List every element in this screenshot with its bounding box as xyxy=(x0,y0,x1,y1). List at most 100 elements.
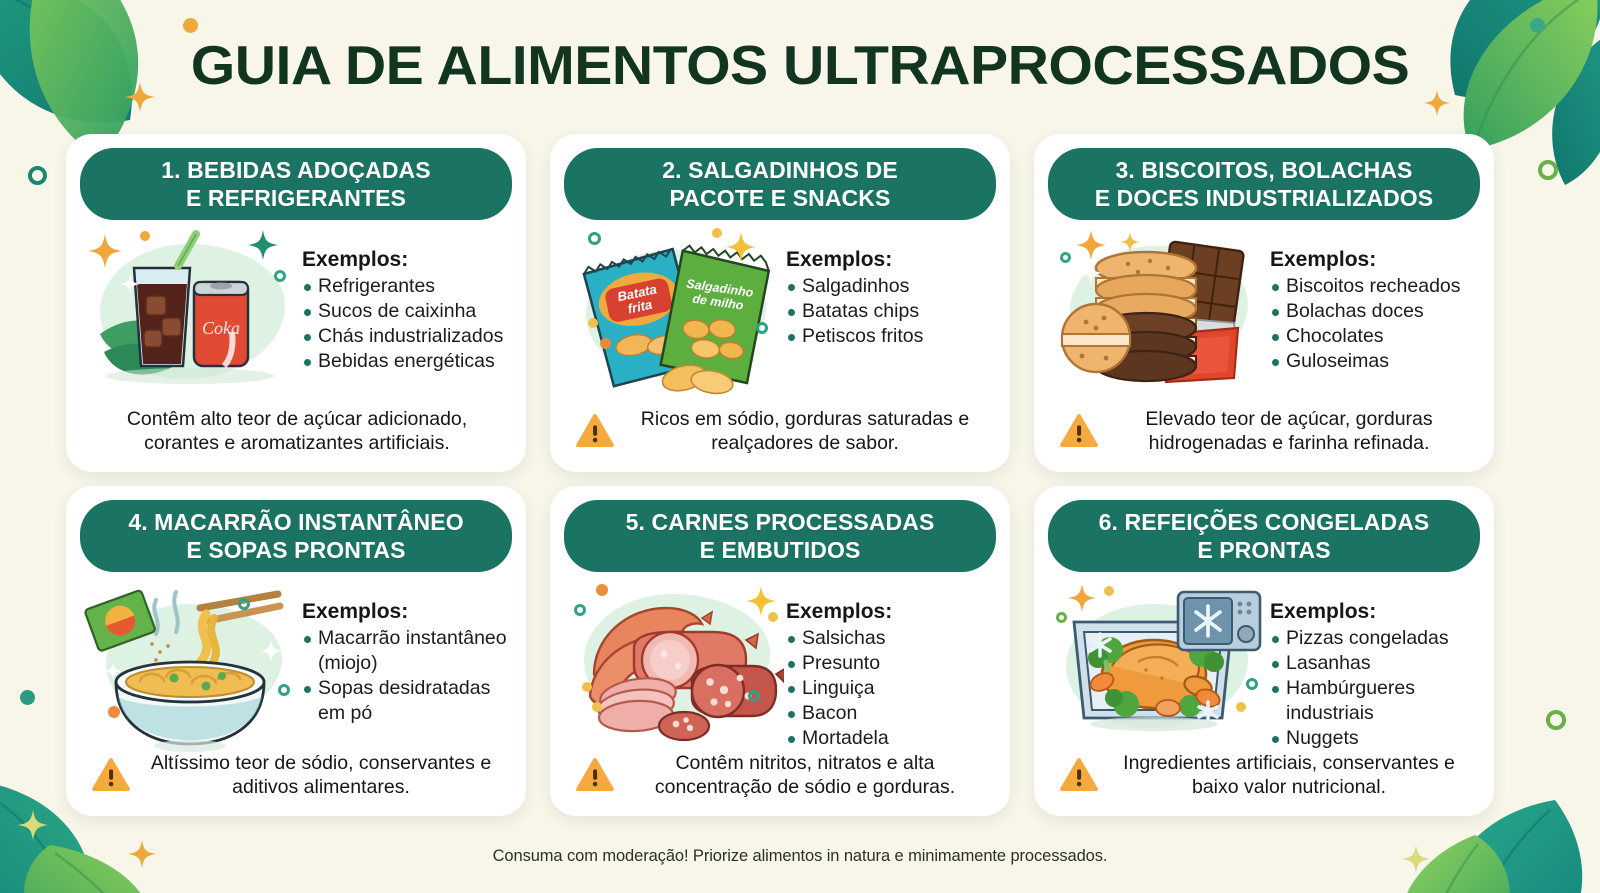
sausages-and-cold-cuts-illustration xyxy=(566,578,784,753)
examples-list: Salgadinhos Batatas chips Petiscos frito… xyxy=(786,274,994,349)
card-title-line1: 5. CARNES PROCESSADAS xyxy=(625,509,935,535)
warning-icon xyxy=(1060,414,1098,448)
note-text: Ricos em sódio, gorduras saturadas e rea… xyxy=(640,407,970,455)
examples-column: Exemplos: Macarrão instantâneo (miojo) S… xyxy=(302,578,510,726)
chips-bags-illustration: Batata frita Salgadinho de milho xyxy=(566,226,784,401)
list-item: Salsichas xyxy=(786,626,994,651)
examples-list: Biscoitos recheados Bolachas doces Choco… xyxy=(1270,274,1478,374)
card-note: Ricos em sódio, gorduras saturadas e rea… xyxy=(564,407,996,472)
card-body: Exemplos: Macarrão instantâneo (miojo) S… xyxy=(80,572,512,753)
card-title-line1: 4. MACARRÃO INSTANTÂNEO xyxy=(128,509,464,535)
warning-icon xyxy=(92,758,130,792)
card-header: 3. BISCOITOS, BOLACHAS E DOCES INDUSTRIA… xyxy=(1048,148,1480,221)
ring-accent-left xyxy=(28,166,47,185)
note-text: Ingredientes artificiais, conservantes e… xyxy=(1123,751,1455,799)
card-header: 5. CARNES PROCESSADAS E EMBUTIDOS xyxy=(564,500,996,573)
list-item: Refrigerantes xyxy=(302,274,510,299)
list-item: Pizzas congeladas xyxy=(1270,626,1478,651)
card-title-line1: 2. SALGADINHOS DE xyxy=(662,157,898,183)
can-label: Coka xyxy=(202,318,240,338)
card-macarrao-instantaneo[interactable]: 4. MACARRÃO INSTANTÂNEO E SOPAS PRONTAS xyxy=(66,486,526,816)
card-note: Elevado teor de açúcar, gorduras hidroge… xyxy=(1048,407,1480,472)
list-item: Batatas chips xyxy=(786,299,994,324)
card-body: Exemplos: Salsichas Presunto Linguiça Ba… xyxy=(564,572,996,751)
sparkle-olive-bottom-left xyxy=(18,810,48,840)
list-item: Nuggets xyxy=(1270,726,1478,751)
card-title-line1: 1. BEBIDAS ADOÇADAS xyxy=(161,157,431,183)
card-title-line2: PACOTE E SNACKS xyxy=(669,185,891,212)
dot-accent-teal-right xyxy=(1530,18,1545,33)
examples-list: Pizzas congeladas Lasanhas Hambúrgueres … xyxy=(1270,626,1478,751)
list-item: Bolachas doces xyxy=(1270,299,1478,324)
list-item: Chocolates xyxy=(1270,324,1478,349)
card-biscoitos-doces[interactable]: 3. BISCOITOS, BOLACHAS E DOCES INDUSTRIA… xyxy=(1034,134,1494,472)
list-item: Hambúrgueres industriais xyxy=(1270,676,1478,726)
examples-label: Exemplos: xyxy=(1270,600,1377,624)
card-note: Contêm nitritos, nitratos e alta concent… xyxy=(564,751,996,816)
list-item: Biscoitos recheados xyxy=(1270,274,1478,299)
card-note: Contêm alto teor de açúcar adicionado, c… xyxy=(80,407,512,472)
cards-grid: 1. BEBIDAS ADOÇADAS E REFRIGERANTES xyxy=(66,134,1534,816)
examples-list: Salsichas Presunto Linguiça Bacon Mortad… xyxy=(786,626,994,751)
card-title-line2: E DOCES INDUSTRIALIZADOS xyxy=(1094,185,1434,212)
card-title-line2: E EMBUTIDOS xyxy=(699,537,861,564)
frozen-meal-tray-illustration xyxy=(1050,578,1268,753)
note-text: Altíssimo teor de sódio, conservantes e … xyxy=(150,751,492,799)
list-item: Lasanhas xyxy=(1270,651,1478,676)
instant-noodles-bowl-illustration xyxy=(82,578,300,753)
list-item: Chás industrializados xyxy=(302,324,510,349)
list-item: Mortadela xyxy=(786,726,994,751)
list-item: Petiscos fritos xyxy=(786,324,994,349)
examples-column: Exemplos: Salgadinhos Batatas chips Peti… xyxy=(786,226,994,349)
list-item: Sopas desidratadas em pó xyxy=(302,676,510,726)
warning-icon xyxy=(1060,758,1098,792)
warning-icon xyxy=(576,758,614,792)
list-item: Macarrão instantâneo (miojo) xyxy=(302,626,510,676)
examples-label: Exemplos: xyxy=(786,600,893,624)
examples-label: Exemplos: xyxy=(302,600,409,624)
list-item: Guloseimas xyxy=(1270,349,1478,374)
examples-list: Macarrão instantâneo (miojo) Sopas desid… xyxy=(302,626,510,726)
list-item: Salgadinhos xyxy=(786,274,994,299)
dot-accent-amber-top xyxy=(183,18,198,33)
soda-glass-and-can-illustration: Coka xyxy=(82,226,300,401)
examples-label: Exemplos: xyxy=(786,248,893,272)
examples-column: Exemplos: Refrigerantes Sucos de caixinh… xyxy=(302,226,510,374)
page-title: GUIA DE ALIMENTOS ULTRAPROCESSADOS xyxy=(190,34,1410,96)
examples-label: Exemplos: xyxy=(302,248,409,272)
warning-icon xyxy=(576,414,614,448)
examples-column: Exemplos: Salsichas Presunto Linguiça Ba… xyxy=(786,578,994,751)
note-text: Contêm nitritos, nitratos e alta concent… xyxy=(654,751,956,799)
card-note: Altíssimo teor de sódio, conservantes e … xyxy=(80,751,512,816)
examples-column: Exemplos: Biscoitos recheados Bolachas d… xyxy=(1270,226,1478,374)
list-item: Sucos de caixinha xyxy=(302,299,510,324)
examples-list: Refrigerantes Sucos de caixinha Chás ind… xyxy=(302,274,510,374)
list-item: Bebidas energéticas xyxy=(302,349,510,374)
card-title-line1: 3. BISCOITOS, BOLACHAS xyxy=(1115,157,1413,183)
list-item: Presunto xyxy=(786,651,994,676)
card-refeicoes-congeladas[interactable]: 6. REFEIÇÕES CONGELADAS E PRONTAS xyxy=(1034,486,1494,816)
card-header: 2. SALGADINHOS DE PACOTE E SNACKS xyxy=(564,148,996,221)
card-carnes-processadas[interactable]: 5. CARNES PROCESSADAS E EMBUTIDOS xyxy=(550,486,1010,816)
list-item: Linguiça xyxy=(786,676,994,701)
dot-accent-teal-left-mid xyxy=(20,690,35,705)
card-body: Coka Exemplos: Refrigerantes Sucos de ca… xyxy=(80,220,512,407)
examples-column: Exemplos: Pizzas congeladas Lasanhas Ham… xyxy=(1270,578,1478,751)
card-body: Exemplos: Pizzas congeladas Lasanhas Ham… xyxy=(1048,572,1480,751)
card-salgadinhos-snacks[interactable]: 2. SALGADINHOS DE PACOTE E SNACKS Batata… xyxy=(550,134,1010,472)
card-header: 1. BEBIDAS ADOÇADAS E REFRIGERANTES xyxy=(80,148,512,221)
card-title-line2: E SOPAS PRONTAS xyxy=(186,537,406,564)
card-header: 6. REFEIÇÕES CONGELADAS E PRONTAS xyxy=(1048,500,1480,573)
list-item: Bacon xyxy=(786,701,994,726)
card-title-line2: E REFRIGERANTES xyxy=(185,185,406,212)
card-title-line2: E PRONTAS xyxy=(1197,537,1331,564)
footer-note: Consuma com moderação! Priorize alimento… xyxy=(492,846,1108,865)
ring-accent-right-mid xyxy=(1546,710,1566,730)
note-text: Contêm alto teor de açúcar adicionado, c… xyxy=(126,407,468,455)
card-title-line1: 6. REFEIÇÕES CONGELADAS xyxy=(1098,509,1430,535)
examples-label: Exemplos: xyxy=(1270,248,1377,272)
card-body: Exemplos: Biscoitos recheados Bolachas d… xyxy=(1048,220,1480,407)
card-bebidas-adocadas[interactable]: 1. BEBIDAS ADOÇADAS E REFRIGERANTES xyxy=(66,134,526,472)
card-header: 4. MACARRÃO INSTANTÂNEO E SOPAS PRONTAS xyxy=(80,500,512,573)
note-text: Elevado teor de açúcar, gorduras hidroge… xyxy=(1145,407,1433,455)
